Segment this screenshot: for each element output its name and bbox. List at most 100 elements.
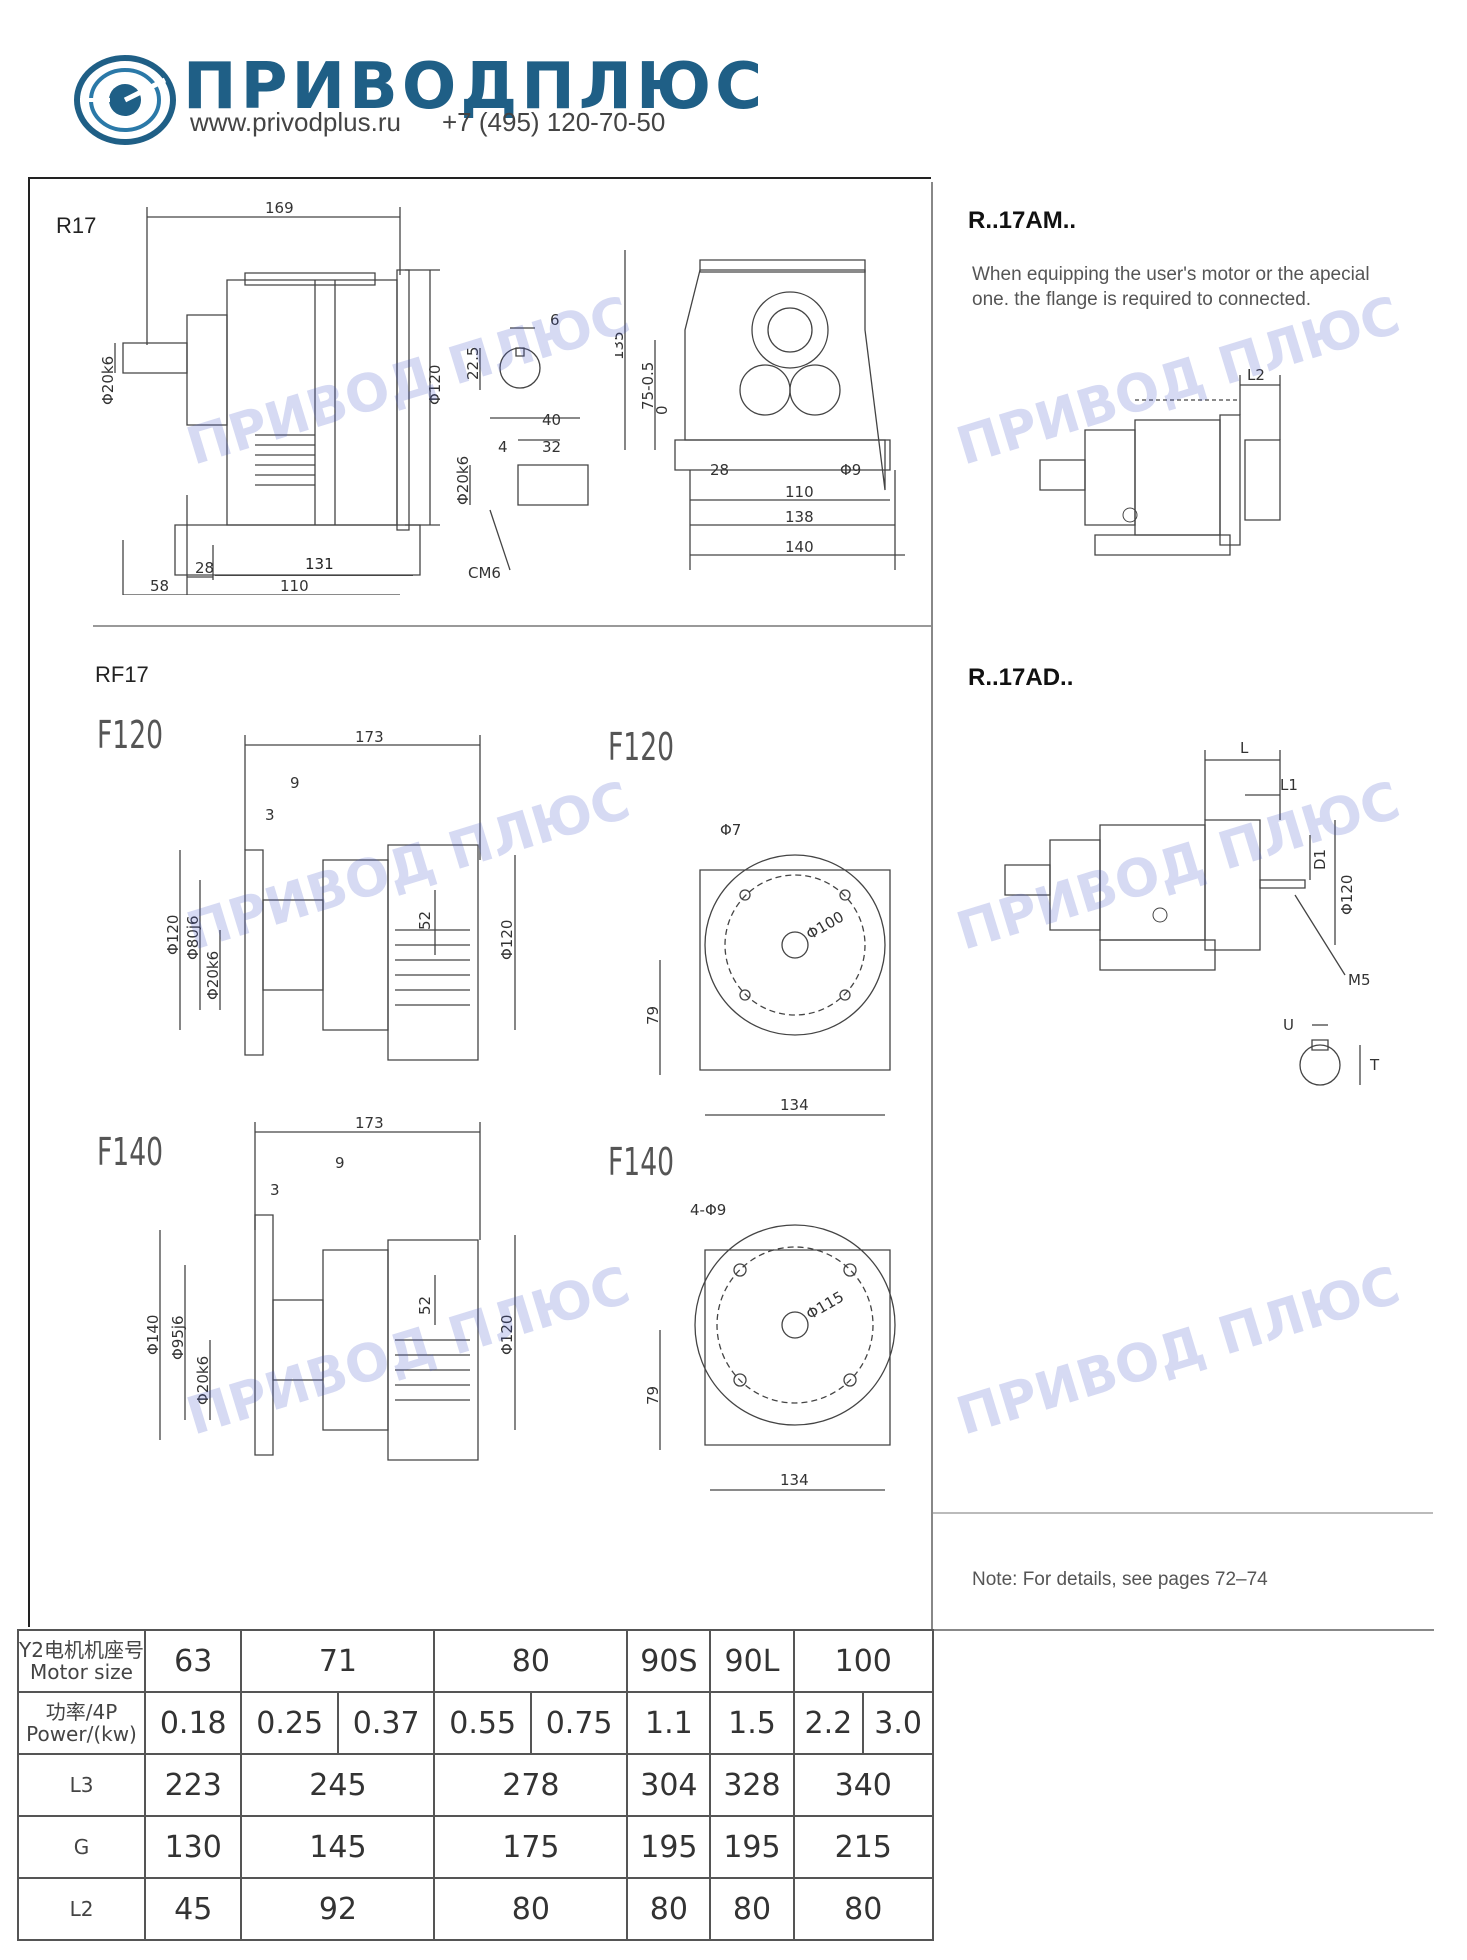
table-cell: 195 — [626, 1815, 712, 1879]
table-row-header: L2 — [17, 1877, 146, 1941]
rf17-f120-side-drawing: 173 9 3 52 Φ120 Φ80j6 Φ20k6 Φ120 — [164, 730, 516, 1080]
rf17-f120-side-label: F120 — [97, 713, 164, 757]
table-cell: 0.18 — [143, 1691, 243, 1755]
table-cell: 80 — [433, 1629, 629, 1693]
rf17-f120-dim-20: Φ20k6 — [204, 951, 222, 1000]
r17-dim-9: Φ9 — [840, 461, 861, 479]
sheet-frame-top — [28, 177, 931, 179]
rf17-f120-dim-173: 173 — [355, 730, 384, 746]
table-cell: 215 — [792, 1815, 935, 1879]
r17-dim-135: 135 — [615, 331, 627, 360]
r17-dim-20k6: Φ20k6 — [99, 356, 117, 405]
table-cell: 195 — [709, 1815, 795, 1879]
table-cell: 223 — [143, 1753, 243, 1817]
rf17-f140-dim-140: Φ140 — [144, 1315, 162, 1355]
r17-dim-58: 58 — [150, 577, 169, 595]
rf17-f120-front-label: F120 — [608, 725, 675, 769]
table-cell: 1.5 — [709, 1691, 795, 1755]
table-cell: 328 — [709, 1753, 795, 1817]
table-cell: 92 — [240, 1877, 436, 1941]
rad-dim-u: U — [1283, 1016, 1294, 1034]
rf17-f140-dim-79: 79 — [644, 1386, 662, 1405]
company-logo — [70, 52, 185, 147]
r17-dim-0: 0 — [653, 405, 671, 415]
table-cell: 1.1 — [626, 1691, 712, 1755]
rf17-f140-dim-173: 173 — [355, 1114, 384, 1132]
rf17-f120-dim-134: 134 — [780, 1096, 809, 1114]
r17-dim-6: 6 — [550, 311, 560, 329]
table-cell: 80 — [433, 1877, 629, 1941]
rf17-f120-dim-7: Φ7 — [720, 821, 741, 839]
rf17-f140-side-drawing: 173 9 3 52 Φ140 Φ95j6 Φ20k6 Φ120 — [144, 1114, 516, 1470]
r17-shaft-detail-drawing: 6 22.5 40 4 32 Φ20k6 CM6 — [454, 311, 595, 582]
website-link[interactable]: www.privodplus.ru — [190, 107, 401, 137]
table-cell: 0.25 — [240, 1691, 339, 1755]
table-cell: 80 — [792, 1877, 935, 1941]
table-row-header: Y2电机机座号 Motor size — [17, 1629, 146, 1693]
r17-dim-22_5: 22.5 — [464, 347, 482, 380]
ram-note: When equipping the user's motor or the a… — [972, 264, 1370, 310]
r17-dim-20k6-b: Φ20k6 — [454, 456, 472, 505]
rad-drawing: L L1 D1 Φ120 M5 U T — [1000, 739, 1380, 1095]
rf17-f120-dim-80: Φ80j6 — [184, 915, 202, 960]
table-right-extension — [934, 1629, 1434, 1941]
table-cell: 3.0 — [862, 1691, 934, 1755]
rf17-label: RF17 — [95, 662, 149, 687]
r17-dim-110: 110 — [280, 577, 309, 595]
table-cell: 90S — [626, 1629, 712, 1693]
rf17-f120-dim-120b: Φ120 — [498, 920, 516, 960]
r17-dim-138: 138 — [785, 508, 814, 526]
table-cell: 340 — [792, 1753, 935, 1817]
table-cell: 278 — [433, 1753, 629, 1817]
table-row-header: L3 — [17, 1753, 146, 1817]
rad-dim-l1: L1 — [1280, 776, 1298, 794]
rf17-f140-front-label: F140 — [608, 1140, 675, 1184]
table-cell: 100 — [792, 1629, 935, 1693]
rf17-f140-dim-95: Φ95j6 — [169, 1315, 187, 1360]
phone-number: +7 (495) 120-70-50 — [442, 107, 666, 137]
rf17-f140-dim-120: Φ120 — [498, 1315, 516, 1355]
watermark-6: ПРИВОД ПЛЮС — [950, 1255, 1407, 1448]
table-cell: 304 — [626, 1753, 712, 1817]
rf17-f120-dim-79: 79 — [644, 1006, 662, 1025]
rf17-f120-dim-3: 3 — [265, 806, 275, 824]
ram-dim-l2: L2 — [1247, 366, 1265, 384]
rf17-f140-dim-9: 9 — [335, 1154, 345, 1172]
table-cell: 145 — [240, 1815, 436, 1879]
right-panel-bottom-divider — [933, 1512, 1433, 1514]
table-cell: 245 — [240, 1753, 436, 1817]
details-note: Note: For details, see pages 72–74 — [972, 1569, 1268, 1590]
table-row-header: G — [17, 1815, 146, 1879]
table-cell: 0.55 — [433, 1691, 532, 1755]
rf17-f120-dim-120a: Φ120 — [164, 915, 182, 955]
r17-dim-120: Φ120 — [426, 365, 444, 405]
r17-dim-32: 32 — [542, 438, 561, 456]
r17-dim-28: 28 — [195, 559, 214, 577]
rf17-f140-dim-3: 3 — [270, 1181, 280, 1199]
r17-dim-140: 140 — [785, 538, 814, 556]
r17-rf17-divider — [93, 625, 931, 627]
table-row-header: 功率/4P Power/(kw) — [17, 1691, 146, 1755]
logo-emblem-icon — [74, 55, 176, 145]
right-panel-divider — [931, 182, 933, 1629]
table-cell: 80 — [626, 1877, 712, 1941]
table-cell: 71 — [240, 1629, 436, 1693]
rf17-f140-dim-20: Φ20k6 — [194, 1356, 212, 1405]
r17-dim-131-line — [215, 575, 413, 576]
table-cell: 175 — [433, 1815, 629, 1879]
r17-dim-40: 40 — [542, 411, 561, 429]
rf17-f140-dim-49: 4-Φ9 — [690, 1201, 726, 1219]
r17-dim-131: 131 — [305, 555, 334, 573]
r17-side-view-drawing: 169 Φ120 Φ20k6 28 58 110 — [99, 199, 444, 595]
r17-dim-cm6: CM6 — [468, 564, 501, 582]
ram-title: R..17AM.. — [968, 207, 1077, 234]
rf17-f120-dim-100: Φ100 — [803, 908, 847, 944]
rad-dim-l: L — [1240, 739, 1249, 757]
rad-title: R..17AD.. — [968, 664, 1074, 691]
